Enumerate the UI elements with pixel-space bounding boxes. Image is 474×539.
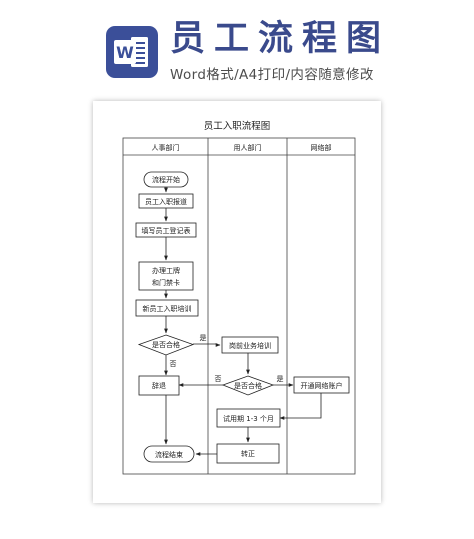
word-document-icon: W bbox=[106, 26, 158, 78]
page-title: 员工流程图 bbox=[170, 19, 391, 59]
node-probation bbox=[216, 408, 281, 428]
edge-label-d1-yes: 是 bbox=[200, 334, 207, 342]
node-badge bbox=[138, 261, 194, 291]
lane-header-network: 网络部 bbox=[311, 143, 332, 152]
lane-header-hr: 人事部门 bbox=[152, 143, 180, 152]
node-dismiss-label: 辞退 bbox=[152, 381, 166, 390]
edge-label-d2-no: 否 bbox=[215, 375, 222, 383]
node-fill-form bbox=[135, 222, 197, 238]
node-training bbox=[135, 299, 199, 317]
edge-label-d1-no: 否 bbox=[170, 360, 177, 368]
node-pre-training-label: 岗前业务培训 bbox=[229, 341, 271, 350]
node-network-account bbox=[293, 376, 350, 394]
lane-header-dept: 用人部门 bbox=[234, 143, 262, 152]
node-report-label: 员工入职报道 bbox=[145, 197, 187, 206]
node-badge-label-line2: 和门禁卡 bbox=[152, 278, 180, 287]
node-report bbox=[138, 193, 194, 209]
node-regular-label: 转正 bbox=[241, 449, 255, 458]
node-fill-form-label: 填写员工登记表 bbox=[142, 226, 191, 235]
node-badge-label-line1: 办理工牌 bbox=[152, 266, 180, 275]
node-decision2-label: 是否合格 bbox=[234, 381, 262, 390]
node-regular bbox=[216, 443, 280, 464]
page-subtitle: Word格式/A4打印/内容随意修改 bbox=[170, 67, 374, 83]
node-end-label: 流程结束 bbox=[155, 450, 183, 459]
connectors bbox=[164, 187, 322, 456]
node-decision2 bbox=[221, 375, 275, 396]
node-end bbox=[143, 445, 195, 463]
word-icon-letter: W bbox=[116, 43, 134, 62]
node-probation-label: 试用期 1-3 个月 bbox=[223, 414, 274, 423]
node-decision1 bbox=[137, 334, 195, 356]
edge-label-d2-yes: 是 bbox=[277, 375, 284, 383]
node-network-account-label: 开通网络账户 bbox=[301, 381, 343, 390]
diagram-title: 员工入职流程图 bbox=[204, 120, 271, 132]
node-training-label: 新员工入职培训 bbox=[143, 304, 192, 313]
node-decision1-label: 是否合格 bbox=[152, 340, 180, 349]
flowchart: 员工入职流程图 人事部门 用人部门 网络部 bbox=[122, 120, 356, 475]
node-start-label: 流程开始 bbox=[152, 175, 180, 184]
document-page: 员工入职流程图 人事部门 用人部门 网络部 bbox=[93, 101, 381, 503]
node-dismiss bbox=[138, 375, 180, 396]
node-pre-training bbox=[221, 336, 279, 354]
node-start bbox=[143, 171, 189, 188]
